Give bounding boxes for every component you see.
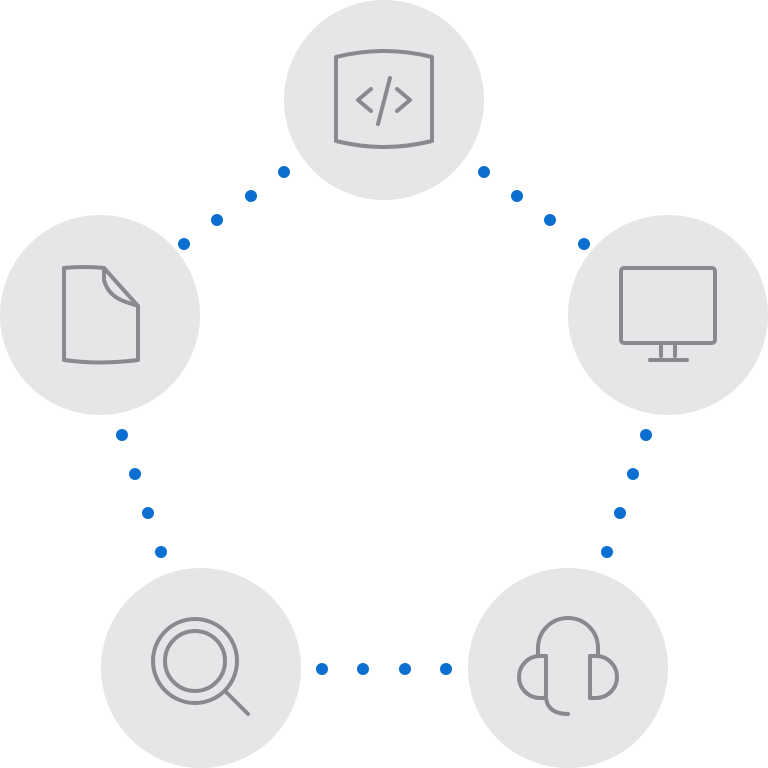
connector-dot xyxy=(544,214,556,226)
connector-dot xyxy=(142,507,154,519)
connector-dot xyxy=(129,468,141,480)
connector-dot xyxy=(211,214,223,226)
connector-search-file xyxy=(116,429,167,558)
connector-dot xyxy=(357,663,369,675)
node-code xyxy=(284,0,484,200)
connector-monitor-support xyxy=(601,429,652,558)
connector-support-search xyxy=(316,663,452,675)
connector-dot xyxy=(440,663,452,675)
connector-dot xyxy=(178,238,190,250)
connector-dot xyxy=(511,190,523,202)
monitor-icon xyxy=(619,266,717,362)
code-document-icon xyxy=(334,49,434,149)
connector-dot xyxy=(316,663,328,675)
headset-icon xyxy=(517,616,619,716)
node-circle xyxy=(101,568,301,768)
connector-dot xyxy=(245,190,257,202)
connector-dot xyxy=(278,166,290,178)
connector-dot xyxy=(399,663,411,675)
node-monitor xyxy=(568,215,768,415)
connector-dot xyxy=(614,507,626,519)
node-circle xyxy=(568,215,768,415)
connector-code-monitor xyxy=(478,166,590,250)
connector-file-code xyxy=(178,166,290,250)
connector-dot xyxy=(640,429,652,441)
connector-dot xyxy=(627,468,639,480)
node-circle xyxy=(468,568,668,768)
file-icon xyxy=(62,265,140,365)
connector-dot xyxy=(478,166,490,178)
node-file xyxy=(0,215,200,415)
connector-dot xyxy=(116,429,128,441)
magnifier-icon xyxy=(151,617,250,716)
node-search xyxy=(101,568,301,768)
connector-dot xyxy=(578,238,590,250)
node-support xyxy=(468,568,668,768)
connector-dot xyxy=(155,546,167,558)
node-circle xyxy=(0,215,200,415)
connector-dot xyxy=(601,546,613,558)
